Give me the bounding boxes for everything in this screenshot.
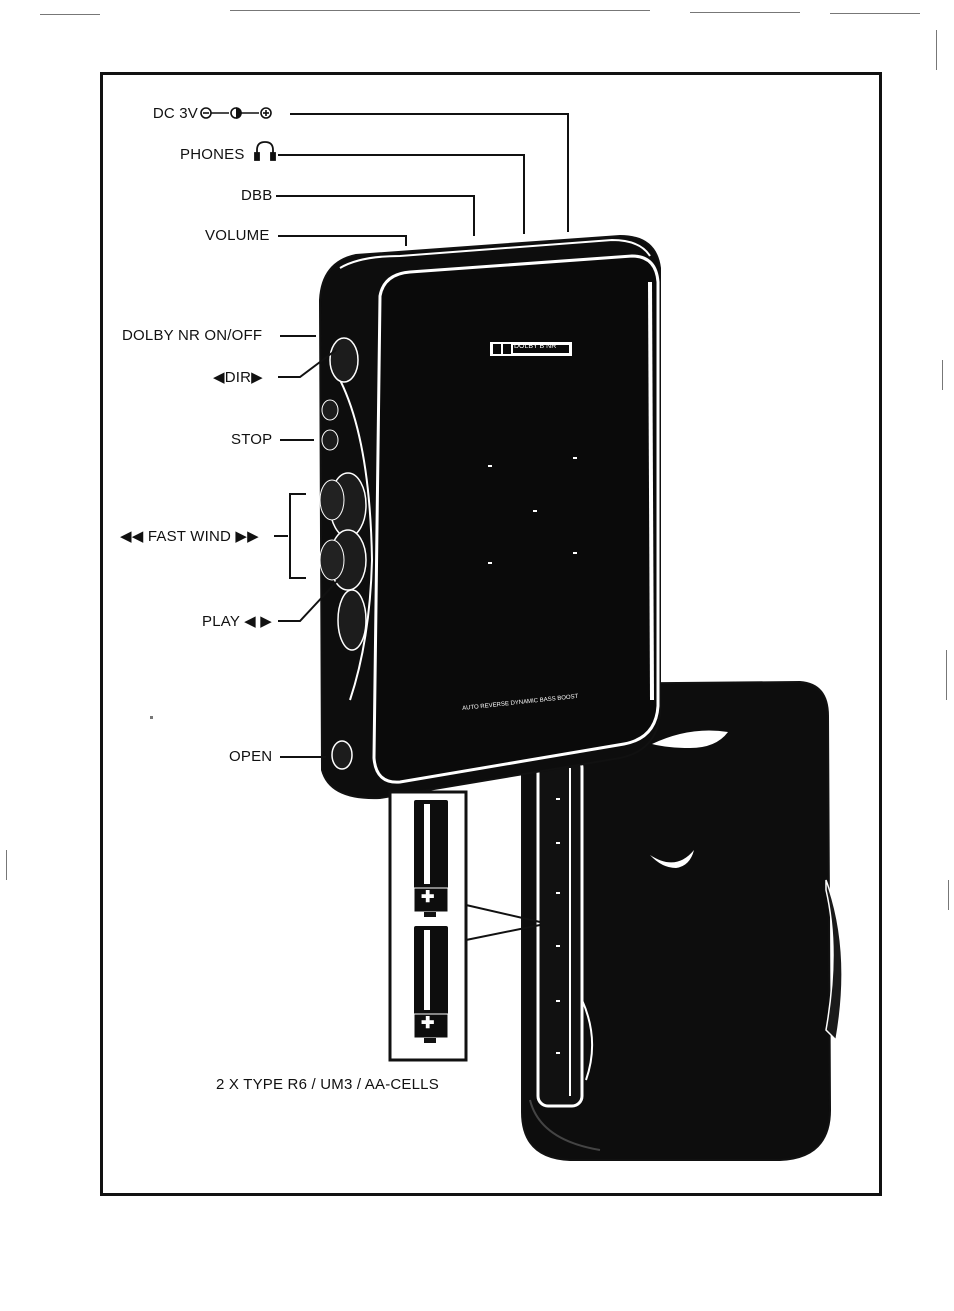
dir-label: ◀DIR▶ (213, 369, 263, 386)
fast-wind-label: ◀◀ FAST WIND ▶▶ (120, 528, 259, 545)
battery-plus-icon: ✚ (421, 889, 435, 906)
play-label: PLAY ◀ ▶ (202, 613, 272, 630)
battery-plus-icon: ✚ (421, 1015, 435, 1032)
dolby-nr-label: DOLBY NR ON/OFF (122, 327, 263, 344)
diagram-frame (100, 72, 882, 1196)
battery-cells (388, 790, 541, 1062)
battery-2 (413, 926, 449, 1043)
stop-label: STOP (231, 431, 273, 448)
battery-1 (413, 800, 449, 917)
leader-lines (274, 113, 569, 758)
open-label: OPEN (229, 748, 273, 765)
phones-label: PHONES (180, 146, 245, 163)
dc-input-label: DC 3V (152, 105, 198, 122)
cells-label: 2 X TYPE R6 / UM3 / AA-CELLS (216, 1076, 439, 1093)
front-unit (318, 234, 661, 800)
dolby-badge-text: DOLBY B NR (514, 343, 557, 350)
dbb-label: DBB (241, 187, 273, 204)
volume-label: VOLUME (205, 227, 270, 244)
